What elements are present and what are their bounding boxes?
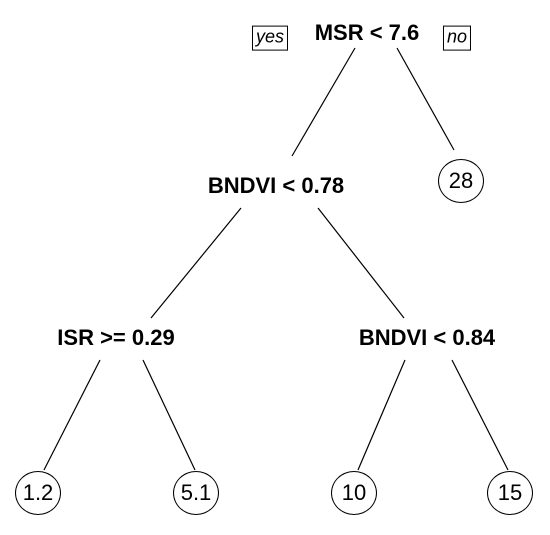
- root-split-label: MSR < 7.6: [312, 20, 422, 45]
- leaf-value-1: 1.2: [22, 480, 54, 505]
- leaf-value-5: 28: [448, 168, 474, 193]
- leaf-node-5: 28: [438, 159, 484, 203]
- no-branch-tag: no: [442, 25, 472, 51]
- leaf-node-4: 15: [487, 471, 533, 515]
- split-label-bndvi-078: BNDVI < 0.78: [205, 173, 347, 198]
- split-label-bndvi-084: BNDVI < 0.84: [356, 325, 498, 350]
- leaf-node-1: 1.2: [15, 471, 61, 515]
- split-label-isr-029: ISR >= 0.29: [55, 325, 177, 350]
- edge-root-right: [396, 47, 455, 151]
- leaf-value-3: 10: [341, 480, 367, 505]
- yes-branch-tag: yes: [251, 25, 289, 51]
- edge-bndvi84-leaf3: [357, 359, 406, 471]
- edge-isr-leaf2: [142, 359, 196, 471]
- edge-bndvi84-leaf4: [451, 359, 509, 471]
- leaf-node-2: 5.1: [173, 471, 219, 515]
- leaf-value-2: 5.1: [180, 480, 212, 505]
- edge-left-leftright: [317, 207, 405, 319]
- leaf-value-4: 15: [497, 480, 523, 505]
- edge-isr-leaf1: [43, 359, 101, 471]
- edge-left-leftleft: [150, 207, 242, 319]
- edge-root-left: [291, 47, 356, 157]
- leaf-node-3: 10: [331, 471, 377, 515]
